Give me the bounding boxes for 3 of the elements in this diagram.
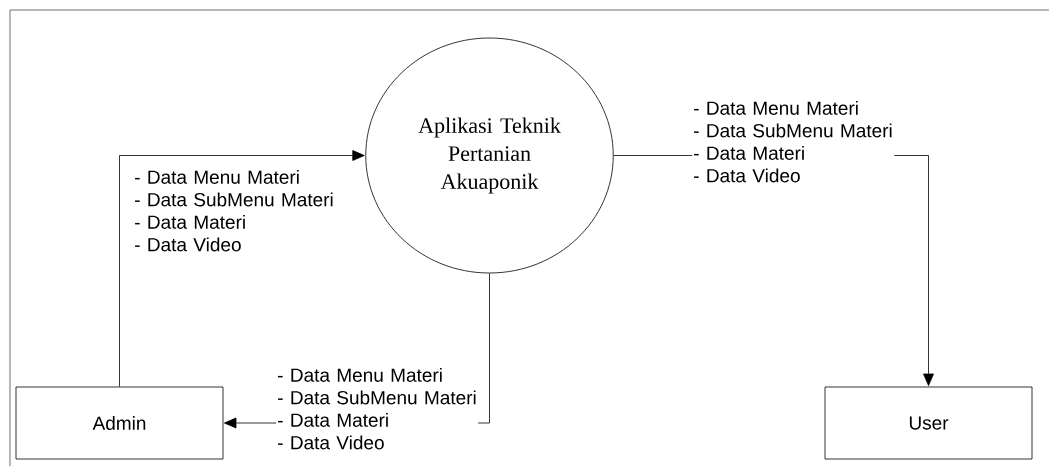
arrow [119, 150, 365, 387]
entity-box: User [824, 386, 1033, 460]
entity-box: Admin [15, 386, 224, 460]
